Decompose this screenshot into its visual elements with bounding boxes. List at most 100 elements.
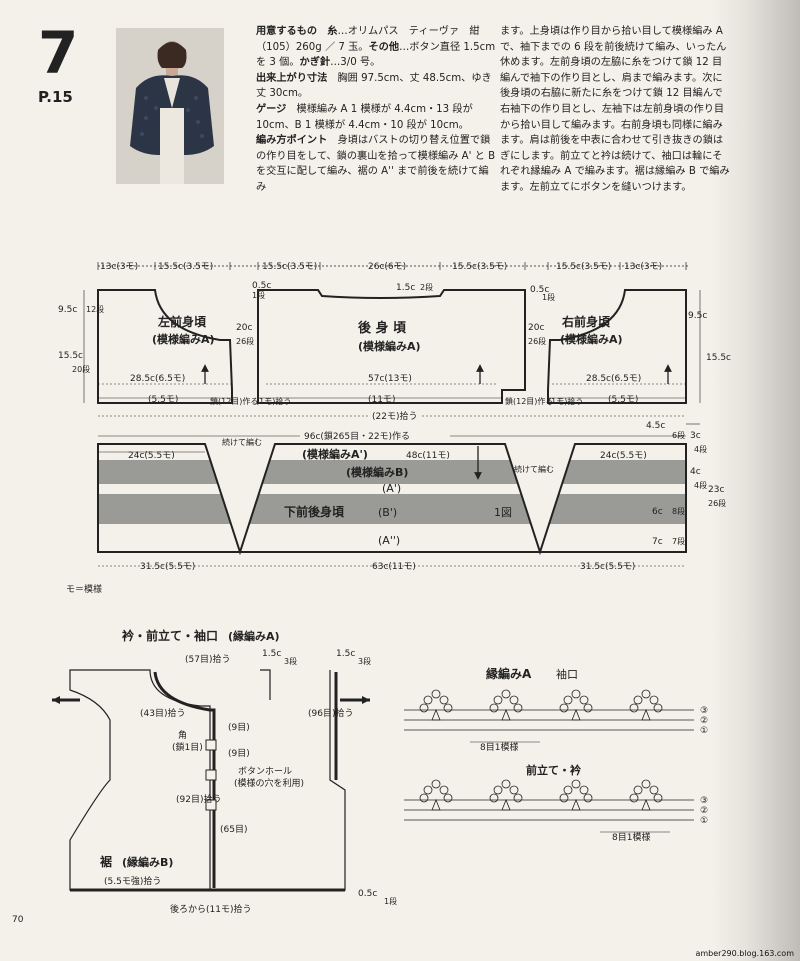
label-a2: (A') (382, 482, 401, 495)
dim-05c-r: 0.5c (530, 285, 549, 295)
points-text: 身頃はバストの切り替え位置で鎖の作り目をして、鎖の裏山を拾って模様編み A' と… (256, 135, 496, 193)
dim-23c: 23c (708, 485, 724, 495)
dim-26dan-r2: 26段 (708, 498, 726, 508)
right-front-mo: (5.5モ) (608, 395, 638, 405)
dim-4dan-2: 4段 (694, 480, 707, 490)
gauge-text: 模様編み A 1 模様が 4.4cm・13 段が 10cm、B 1 模様が 4.… (256, 103, 473, 131)
edging-a-title: 縁編みA (486, 666, 532, 681)
right-front-outline (547, 289, 687, 404)
label-pattern-a1: (模様編みA') (302, 447, 368, 461)
left-front-bust: 28.5c(6.5モ) (130, 374, 185, 384)
legend-mo: モ＝模様 (66, 583, 102, 595)
edging-a-row-1: ① (700, 726, 708, 736)
hem-sub: (縁編みB) (122, 855, 173, 869)
left-front-mo: (5.5モ) (148, 395, 178, 405)
materials-heading: 用意するもの 糸 (256, 26, 338, 37)
dim-1dan: 1段 (252, 290, 265, 300)
dim-1dan-r: 1段 (542, 292, 555, 302)
dim-12dan-l: 12段 (86, 304, 104, 314)
edging-front-title: 前立て・衿 (526, 763, 581, 777)
collar-title-sub: (縁編みA) (228, 629, 280, 643)
edging-a-row-2: ② (700, 716, 708, 726)
dim-15c-3dan-r: 1.5c (336, 649, 355, 659)
back-bust: 57c(13モ) (368, 374, 412, 384)
label-b2: (B') (378, 506, 397, 519)
pick-9a: (9目) (228, 722, 250, 733)
back-pick: 後ろから(11モ)拾う (170, 903, 251, 915)
right-front-title: 右前身頃 (561, 314, 611, 329)
pick-43: (43目)拾う (140, 707, 185, 719)
left-front-outline (97, 289, 233, 404)
pick-92: (92目)拾う (176, 793, 221, 805)
dim-8dan: 8段 (672, 506, 685, 516)
top-dim-2: 15.5c(3.5モ) (158, 262, 213, 272)
points-heading: 編み方ポイント (256, 135, 328, 147)
model-photo (116, 28, 224, 184)
dim-05c-1dan: 0.5c (358, 889, 377, 899)
pattern-number: 7 (38, 19, 79, 87)
dim-22mo: (22モ)拾う (372, 410, 417, 422)
label-fig1: 1図 (494, 506, 512, 519)
gauge-heading: ゲージ (256, 103, 287, 115)
dim-26dan: 26段 (236, 336, 254, 346)
dim-2dan: 2段 (420, 282, 433, 292)
dim-3dan-r: 3段 (358, 656, 371, 666)
bottom-dim-1: 31.5c(5.5モ) (140, 562, 195, 572)
back-title: 後 身 頃 (358, 320, 407, 336)
continue-r: 続けて編む (514, 464, 554, 474)
edging-a-repeat: 8目1模様 (480, 741, 518, 753)
corner-label: 角 (178, 729, 187, 741)
dim-95c: 9.5c (58, 305, 77, 315)
top-dim-6: 15.5c(3.5モ) (556, 262, 611, 272)
corner-label-2: (鎖1目) (172, 741, 203, 753)
materials-text: …オリムパス ティーヴァ 紺（105）260g ／ 7 玉。 (256, 26, 480, 53)
page-spine-shadow (710, 0, 800, 961)
dim-7c: 7c (652, 537, 663, 547)
back-mo: (11モ) (368, 395, 395, 405)
edging-front-repeat: 8目1模様 (612, 831, 650, 843)
dim-6c: 6c (652, 507, 663, 517)
pick-55: (5.5モ強)拾う (104, 875, 161, 887)
buttonhole-label-2: (模様の穴を利用) (234, 777, 304, 789)
watermark: amber290.blog.163.com (695, 949, 794, 958)
continue-l: 続けて編む (222, 437, 262, 447)
dim-1dan-b: 1段 (384, 896, 397, 906)
other-text: …ボタン直径 1.5cm を 3 個。 (256, 41, 496, 69)
pick-96: (96目)拾う (308, 707, 353, 719)
hook-heading: かぎ針 (299, 57, 331, 69)
edging-a-row-3: ③ (700, 706, 708, 716)
dim-20c-r: 20c (528, 323, 544, 333)
edging-front-row-2: ② (700, 806, 708, 816)
underarm-pick-l: (1モ)拾う (256, 396, 291, 406)
edging-front-row-3: ③ (700, 796, 708, 806)
dim-15c: 1.5c (396, 283, 415, 293)
dim-96c: 96c(鎖265目・22モ)作る (304, 430, 410, 442)
other-heading: その他 (368, 41, 400, 53)
dim-05c: 0.5c (252, 281, 271, 291)
left-front-sub: (模様編みA) (152, 332, 215, 346)
back-sub: (模様編みA) (358, 339, 421, 353)
underarm-pick-r: (1モ)拾う (548, 396, 583, 406)
dim-7dan: 7段 (672, 536, 685, 546)
right-front-sub: (模様編みA) (560, 332, 623, 346)
dim-3dan: 3段 (284, 656, 297, 666)
underarm-chain-r: 鎖(12目)作る (505, 396, 553, 406)
dim-26dan-r: 26段 (528, 336, 546, 346)
edging-front-chart (404, 779, 694, 821)
dim-15c-3dan: 1.5c (262, 649, 281, 659)
dim-20c: 20c (236, 323, 252, 333)
dim-3c: 3c (690, 431, 701, 441)
left-front-title: 左前身頃 (157, 314, 207, 329)
instructions-column-1: 用意するもの 糸…オリムパス ティーヴァ 紺（105）260g ／ 7 玉。その… (256, 24, 496, 196)
label-lower-body: 下前後身頃 (284, 504, 345, 519)
buttonhole-label: ボタンホール (238, 766, 292, 777)
label-a3: (A'') (378, 534, 400, 547)
top-dim-3: 15.5c(3.5モ) (262, 262, 317, 272)
edging-front-row-1: ① (700, 816, 708, 826)
label-pattern-b: (模様編みB) (346, 465, 408, 479)
model-photo-illustration (116, 28, 224, 184)
dim-20dan-l: 20段 (72, 364, 90, 374)
dim-45c: 4.5c (646, 421, 665, 431)
